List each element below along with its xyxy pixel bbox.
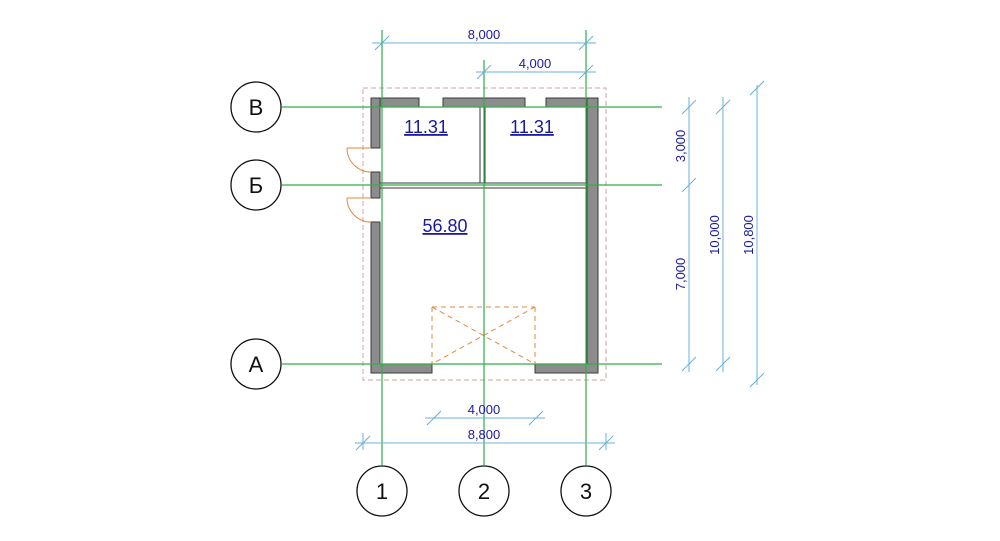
svg-text:3: 3 bbox=[580, 479, 592, 504]
svg-text:1: 1 bbox=[376, 479, 388, 504]
axis-bubble-row-3: А bbox=[230, 338, 282, 390]
dim-right-upper: 3,000 bbox=[673, 130, 688, 163]
room-area-3: 56.80 bbox=[422, 216, 467, 236]
wall-right bbox=[586, 97, 599, 374]
grid-lines bbox=[282, 30, 662, 465]
axis-bubble-col-1: 1 bbox=[356, 465, 408, 517]
dimension-lines bbox=[355, 35, 765, 451]
axis-bubble-row-1: В bbox=[230, 81, 282, 133]
axis-bubble-col-2: 2 bbox=[458, 465, 510, 517]
svg-text:2: 2 bbox=[478, 479, 490, 504]
axis-bubble-row-2: Б bbox=[230, 159, 282, 211]
wall-bottom-right bbox=[534, 363, 599, 374]
dim-right-lower: 7,000 bbox=[673, 258, 688, 291]
dim-right-axes-total: 10,000 bbox=[707, 215, 722, 255]
svg-text:А: А bbox=[249, 352, 264, 377]
room-area-2: 11.31 bbox=[510, 117, 554, 137]
dim-bottom-overall: 8,800 bbox=[468, 427, 501, 442]
wall-left-lower bbox=[370, 221, 381, 374]
svg-text:В: В bbox=[249, 95, 264, 120]
door-swing-icon bbox=[346, 147, 372, 223]
svg-text:Б: Б bbox=[249, 173, 263, 198]
dim-right-overall: 10,800 bbox=[741, 215, 756, 255]
dim-bottom-partial: 4,000 bbox=[468, 402, 501, 417]
wall-left-upper bbox=[370, 97, 381, 149]
room-area-1: 11.31 bbox=[404, 117, 448, 137]
axis-bubble-col-3: 3 bbox=[560, 465, 612, 517]
wall-bottom-left bbox=[370, 363, 433, 374]
dim-top-overall: 8,000 bbox=[468, 27, 501, 42]
dim-top-partial: 4,000 bbox=[519, 56, 552, 71]
